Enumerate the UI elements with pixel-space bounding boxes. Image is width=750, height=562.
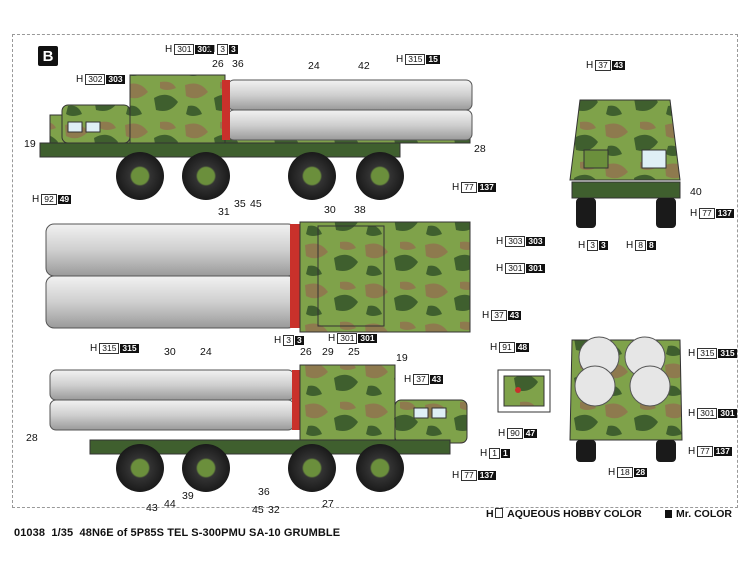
instruction-sheet-frame: [12, 34, 738, 508]
part-number: 19: [24, 138, 36, 150]
part-number: 36: [232, 58, 244, 70]
kit-title: 48N6E of 5P85S TEL S-300PMU SA-10 GRUMBL…: [79, 527, 341, 539]
part-number: 44: [164, 498, 176, 510]
part-number: 32: [268, 504, 280, 516]
legend-white-box: [494, 508, 503, 518]
front-view: [569, 99, 681, 228]
part-number: 24: [308, 60, 320, 72]
section-label: B: [38, 46, 58, 66]
part-number: 27: [322, 498, 334, 510]
part-number: 30: [324, 204, 336, 216]
part-number: 45: [252, 504, 264, 516]
part-number: 31: [218, 206, 230, 218]
part-number: 36: [258, 486, 270, 498]
part-number: 38: [354, 204, 366, 216]
part-number: 39: [182, 490, 194, 502]
kit-code: 01038: [14, 527, 46, 539]
footer-caption: 01038 1/35 48N6E of 5P85S TEL S-300PMU S…: [14, 527, 340, 539]
part-number: 28: [474, 143, 486, 155]
part-number: 35: [234, 198, 246, 210]
part-number: 28: [26, 432, 38, 444]
scale: 1/35: [51, 527, 74, 539]
part-number: 43: [146, 502, 158, 514]
part-number: 26: [212, 58, 224, 70]
part-number: 19: [396, 352, 408, 364]
detail-inset: [497, 369, 551, 413]
part-number: 42: [358, 60, 370, 72]
part-number: 25: [348, 346, 360, 358]
part-number: 24: [200, 346, 212, 358]
top-view: [45, 221, 471, 333]
part-number: 30: [164, 346, 176, 358]
part-number: 26: [300, 346, 312, 358]
side-view-top: [39, 74, 473, 200]
legend-aqueous: H AQUEOUS HOBBY COLOR: [486, 508, 642, 520]
rear-view: [569, 336, 683, 462]
side-view-bottom: [49, 364, 468, 492]
legend-mr-color: Mr. COLOR: [665, 508, 732, 520]
legend-black-box: [665, 510, 672, 518]
part-number: 40: [690, 186, 702, 198]
part-number: 45: [250, 198, 262, 210]
part-number: 29: [322, 346, 334, 358]
